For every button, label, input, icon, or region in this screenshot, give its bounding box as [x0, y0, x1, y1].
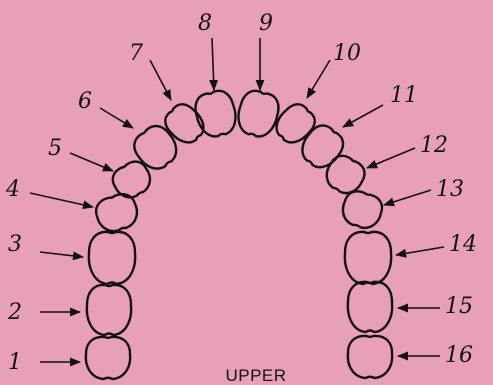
tooth-1: [86, 337, 130, 379]
tooth-2: [87, 285, 131, 335]
tooth-10-label: 10: [333, 41, 361, 66]
tooth-1-label: 1: [8, 350, 22, 375]
tooth-6-arrow: [100, 108, 133, 128]
tooth-13-label: 13: [436, 177, 464, 202]
tooth-15: [348, 282, 392, 332]
tooth-6: [129, 120, 184, 175]
tooth-3-label: 3: [8, 232, 22, 257]
tooth-3-arrow: [40, 252, 83, 257]
tooth-6-label: 6: [78, 89, 92, 114]
tooth-12-arrow: [367, 148, 415, 168]
tooth-12-label: 12: [420, 133, 448, 158]
tooth-16-label: 16: [445, 343, 473, 368]
tooth-5-arrow: [70, 153, 113, 171]
tooth-13: [339, 188, 386, 232]
tooth-2-label: 2: [7, 300, 22, 325]
tooth-8-arrow: [212, 38, 214, 90]
tooth-15-label: 15: [445, 294, 473, 319]
tooth-7-arrow: [150, 60, 171, 100]
tooth-5-label: 5: [48, 136, 62, 161]
tooth-13-arrow: [384, 190, 431, 205]
tooth-8-label: 8: [198, 11, 212, 36]
teeth-group: [86, 88, 392, 379]
tooth-14: [345, 232, 391, 284]
tooth-7-label: 7: [129, 41, 143, 66]
tooth-14-label: 14: [449, 232, 477, 257]
tooth-14-arrow: [396, 247, 444, 255]
tooth-4-label: 4: [5, 177, 20, 202]
tooth-9-label: 9: [259, 11, 273, 36]
tooth-10-arrow: [307, 60, 330, 98]
tooth-4-arrow: [30, 193, 93, 207]
tooth-11-label: 11: [390, 83, 418, 108]
pointer-arrows-group: [30, 38, 444, 362]
tooth-16: [348, 336, 392, 378]
tooth-11-arrow: [343, 105, 383, 127]
tooth-3: [89, 232, 135, 284]
arch-caption: UPPER: [225, 366, 286, 385]
tooth-9: [234, 88, 282, 140]
tooth-11: [295, 120, 348, 174]
tooth-7: [160, 99, 210, 149]
